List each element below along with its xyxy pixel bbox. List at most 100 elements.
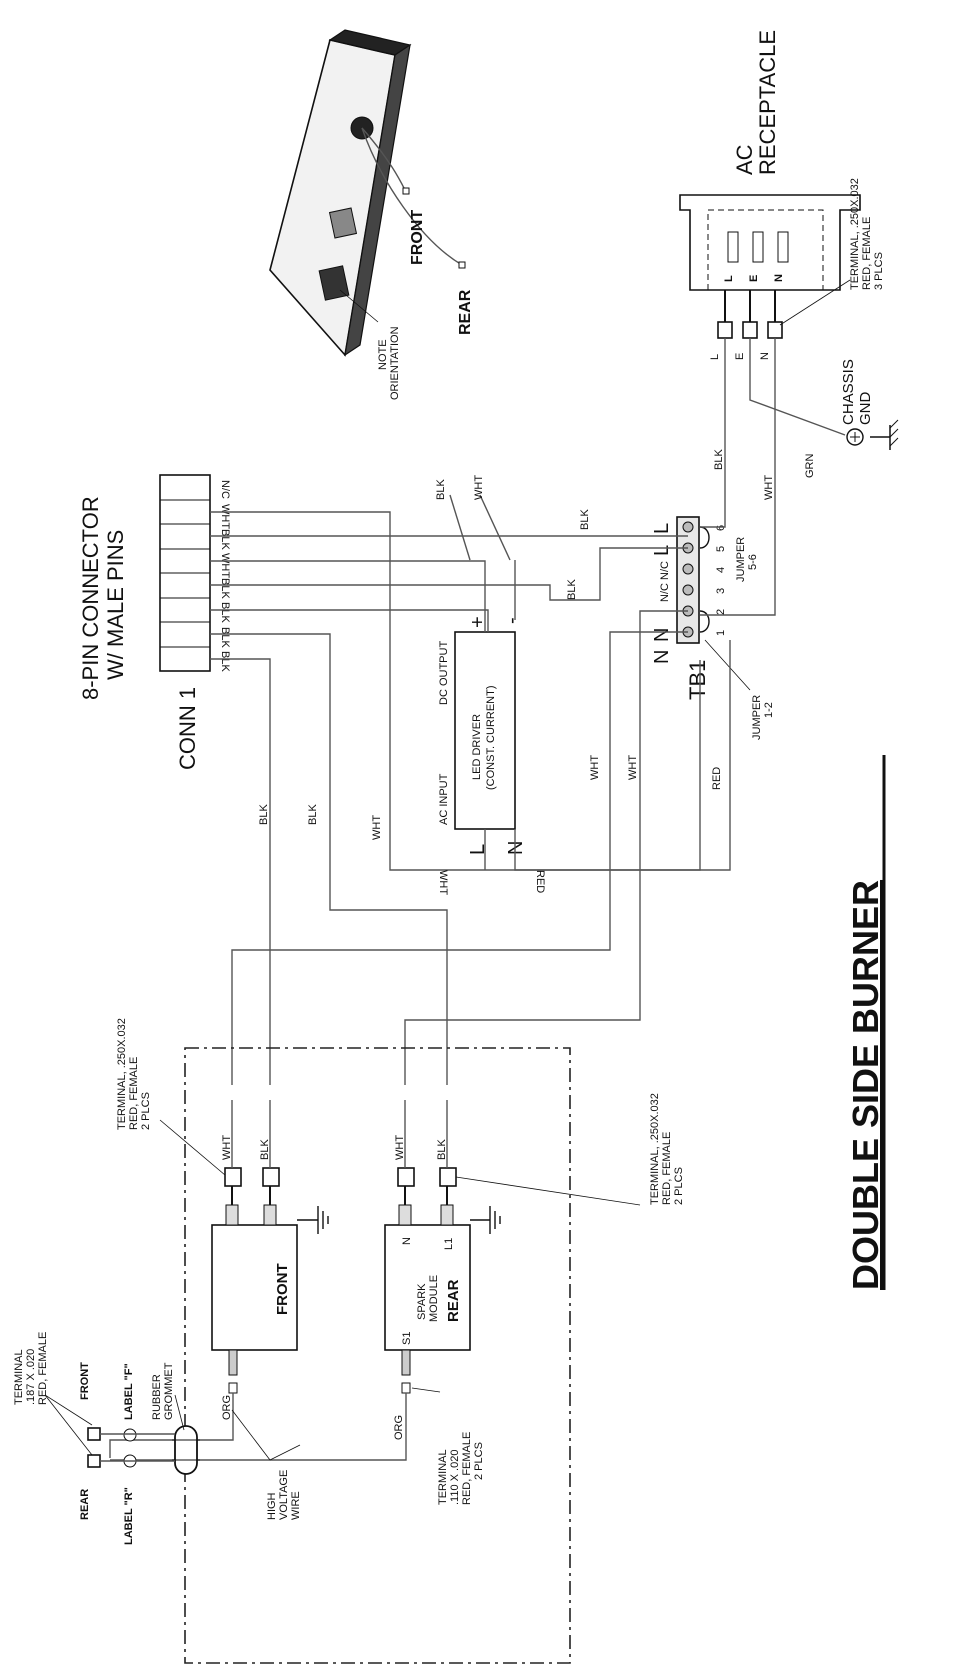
org-label-front: ORG: [221, 1395, 233, 1420]
note-terminal-110-2: .110 X .020: [449, 1450, 461, 1505]
tb1-top-nc-3: N/C: [659, 583, 671, 602]
spark-module-area: WHT BLK WHT BLK FRONT N L1 S1 SPARK MODU…: [109, 1047, 571, 1664]
wire-label-blk-1: BLK: [713, 449, 725, 470]
led-driver-name-line1: LED DRIVER: [471, 714, 483, 780]
terminal-notes: TERMINAL, .250X.032 RED, FEMALE 2 PLCS T…: [13, 1018, 685, 1545]
tb1-num-6: 6: [715, 525, 727, 531]
tb1-num-2: 2: [715, 609, 727, 615]
note-terminal-top-3: 2 PLCS: [140, 1092, 152, 1130]
conn-pin-3: BLK: [219, 529, 231, 550]
led-driver: LED DRIVER (CONST. CURRENT) AC INPUT DC …: [438, 616, 527, 855]
note-terminal-187-2: .187 X .020: [25, 1349, 37, 1405]
wire-label-blk-2: BLK: [579, 509, 591, 530]
wire-label-blk-6: BLK: [307, 804, 319, 825]
note-terminal-right-3: 2 PLCS: [673, 1167, 685, 1205]
note-terminal-187-1: TERMINAL: [13, 1349, 25, 1405]
spark-rear-pin-l1: L1: [443, 1238, 455, 1250]
tb1-num-3: 3: [715, 588, 727, 594]
note-terminal-187-3: RED, FEMALE: [37, 1332, 49, 1405]
receptacle-terminal-note-3: 3 PLCS: [873, 252, 885, 290]
receptacle-wire-n: N: [759, 352, 771, 360]
tb1-num-1: 1: [715, 630, 727, 636]
conn-pin-8: BLK: [219, 651, 231, 672]
receptacle-terminal-note-2: RED, FEMALE: [861, 217, 873, 290]
led-driver-plus: +: [467, 616, 489, 628]
wire-label-wht-5: WHT: [627, 755, 639, 780]
note-terminal-110-4: 2 PLCS: [473, 1442, 485, 1480]
enclosure-rear-label: REAR: [457, 289, 474, 335]
tb1-top-nc-4: N/C: [659, 561, 671, 580]
led-driver-l: L: [467, 844, 489, 855]
receptacle-pin-l: L: [723, 275, 735, 282]
chassis-gnd-line1: CHASSIS: [840, 359, 857, 425]
jumper-12-line1: JUMPER: [751, 695, 763, 740]
receptacle-terminal-note-1: TERMINAL, .250X.032: [849, 178, 861, 290]
note-hv-wire-1: HIGH: [266, 1492, 278, 1520]
wire-label-blk-4: BLK: [435, 479, 447, 500]
connector-heading-line1: 8-PIN CONNECTOR: [78, 496, 103, 700]
jumper-56-line1: JUMPER: [735, 537, 747, 582]
note-terminal-top-1: TERMINAL, .250X.032: [116, 1018, 128, 1130]
note-terminal-110-3: RED, FEMALE: [461, 1432, 473, 1505]
wire-network: BLK WHT BLK BLK BLK WHT BLK BLK WHT WHT …: [210, 338, 776, 1085]
conn-pin-4: WHT: [219, 553, 231, 578]
led-driver-minus: -: [501, 617, 523, 624]
note-rear: REAR: [79, 1489, 91, 1520]
note-label-f: LABEL "F": [123, 1363, 135, 1420]
note-terminal-top-2: RED, FEMALE: [128, 1057, 140, 1130]
front-wht-label: WHT: [221, 1135, 233, 1160]
receptacle-pin-n: N: [773, 274, 785, 282]
receptacle-wire-e: E: [734, 353, 746, 360]
note-grommet-2: GROMMET: [163, 1362, 175, 1420]
conn-pin-2: WHT: [219, 504, 231, 529]
wire-label-grn: GRN: [804, 454, 816, 479]
conn-pin-6: BLK: [219, 602, 231, 623]
connector-conn1: N/C WHT BLK WHT BLK BLK BLK BLK 8-PIN CO…: [78, 474, 231, 770]
wire-label-blk-5: BLK: [258, 804, 270, 825]
conn-pin-5: BLK: [219, 578, 231, 599]
receptacle-title-line2: RECEPTACLE: [755, 30, 780, 175]
note-label-r: LABEL "R": [123, 1487, 135, 1545]
diagram-title: DOUBLE SIDE BURNER: [845, 880, 886, 1290]
note-terminal-right-1: TERMINAL, .250X.032: [649, 1093, 661, 1205]
tb1-num-4: 4: [715, 567, 727, 573]
wire-label-wht-2: WHT: [473, 475, 485, 500]
spark-rear-label-line3: REAR: [445, 1279, 462, 1322]
note-front: FRONT: [79, 1362, 91, 1400]
note-grommet-1: RUBBER: [151, 1374, 163, 1420]
spark-rear-label-line2: MODULE: [428, 1275, 440, 1322]
note-hv-wire-3: WIRE: [290, 1491, 302, 1520]
led-driver-dc-output: DC OUTPUT: [438, 641, 450, 705]
led-driver-ac-input: AC INPUT: [438, 773, 450, 825]
wire-label-wht-1: WHT: [763, 475, 775, 500]
receptacle-pin-e: E: [748, 275, 760, 282]
ac-receptacle: L E N L E N AC RECEPTACLE TERMINAL, .250…: [679, 30, 899, 479]
spark-rear-pin-s1: S1: [401, 1332, 413, 1345]
jumper-56-line2: 5-6: [747, 554, 759, 570]
led-driver-name-line2: (CONST. CURRENT): [485, 686, 497, 791]
tb1-top-n-2: N: [651, 628, 673, 642]
tb1-top-l-6: L: [651, 523, 673, 534]
note-terminal-110-1: TERMINAL: [437, 1449, 449, 1505]
wire-label-red-1: RED: [711, 767, 723, 790]
conn-pin-1: N/C: [219, 480, 231, 499]
conn-pin-7: BLK: [219, 627, 231, 648]
spark-rear-pin-n: N: [401, 1237, 413, 1245]
receptacle-title-line1: AC: [732, 144, 757, 175]
connector-heading-line2: W/ MALE PINS: [103, 530, 128, 680]
wire-label-blk-3: BLK: [566, 579, 578, 600]
note-terminal-right-2: RED, FEMALE: [661, 1132, 673, 1205]
rear-blk-label: BLK: [436, 1139, 448, 1160]
enclosure-front-label: FRONT: [409, 210, 426, 265]
wire-label-wht-4: WHT: [589, 755, 601, 780]
wire-label-red-2: RED: [534, 870, 546, 893]
front-blk-label: BLK: [259, 1139, 271, 1160]
tb1-top-n-1: N: [651, 650, 673, 664]
tb1-num-5: 5: [715, 546, 727, 552]
wire-label-wht-3: WHT: [371, 815, 383, 840]
spark-front-label: FRONT: [274, 1263, 291, 1315]
note-hv-wire-2: VOLTAGE: [278, 1470, 290, 1520]
org-label-rear: ORG: [393, 1415, 405, 1440]
tb1-top-l-5: L: [651, 545, 673, 556]
